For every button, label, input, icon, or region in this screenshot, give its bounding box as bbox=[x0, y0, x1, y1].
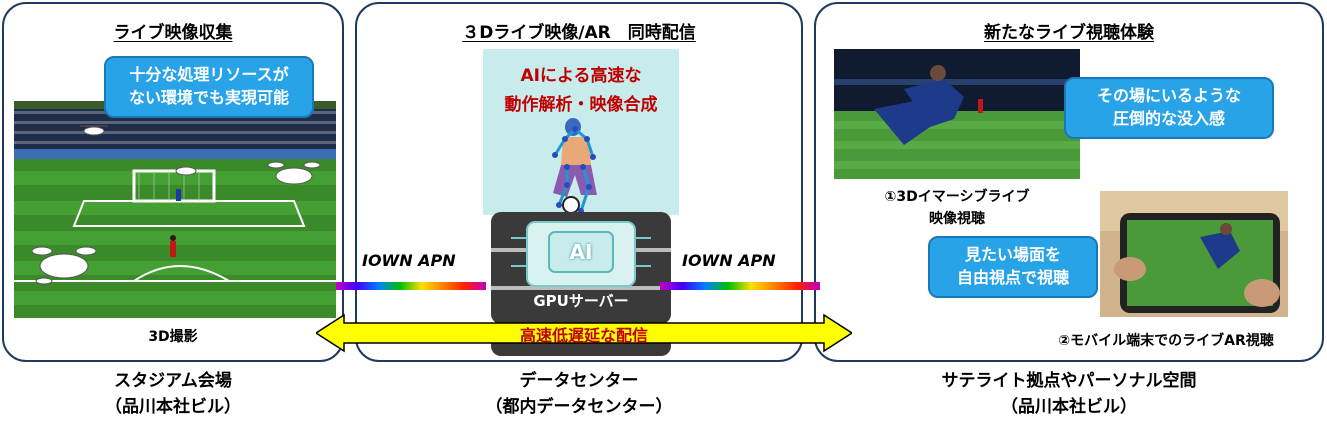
viewing-location: サテライト拠点やパーソナル空間 （品川本社ビル） bbox=[814, 368, 1324, 420]
iown-apn-label-right: IOWN APN bbox=[682, 251, 776, 270]
player-skeleton-icon bbox=[552, 118, 597, 214]
caption-line: ①3Dイマーシブライブ bbox=[884, 189, 1030, 205]
datacenter-location: データセンター （都内データセンター） bbox=[355, 368, 803, 420]
delivery-label: 高速低遅延な配信 bbox=[519, 326, 648, 345]
venue-location: スタジアム会場 （品川本社ビル） bbox=[2, 368, 344, 420]
capture-caption: 3D撮影 bbox=[148, 329, 198, 345]
processing-resource-bubble: 十分な処理リソースが ない環境でも実現可能 bbox=[104, 56, 314, 118]
location-line: サテライト拠点やパーソナル空間 bbox=[941, 371, 1197, 391]
datacenter-title: ３Dライブ映像/AR 同時配信 bbox=[462, 23, 696, 43]
location-line: （都内データセンター） bbox=[485, 397, 673, 417]
immersive-caption: ①3Dイマーシブライブ 映像視聴 bbox=[834, 186, 1080, 230]
location-line: （品川本社ビル） bbox=[1001, 397, 1137, 417]
ai-line: AIによる高速な bbox=[520, 66, 642, 86]
bubble-line: ない環境でも実現可能 bbox=[128, 88, 289, 107]
venue-title: ライブ映像収集 bbox=[113, 23, 233, 43]
ai-chip-label: AI bbox=[569, 240, 593, 264]
location-line: （品川本社ビル） bbox=[105, 397, 241, 417]
bubble-line: 圧倒的な没入感 bbox=[1112, 109, 1225, 128]
low-latency-arrow bbox=[316, 313, 852, 353]
bubble-line: 十分な処理リソースが bbox=[129, 65, 289, 84]
immersive-video-image bbox=[834, 49, 1080, 179]
mobile-ar-caption: ②モバイル端末でのライブAR視聴 bbox=[1058, 333, 1274, 349]
viewing-panel: 新たなライブ視聴体験 その場にいるような 圧倒的な没入感 ①3Dイマーシブライブ… bbox=[814, 2, 1324, 362]
datacenter-panel: ３Dライブ映像/AR 同時配信 AIによる高速な 動作解析・映像合成 bbox=[355, 2, 803, 362]
stadium-image bbox=[14, 101, 336, 318]
bubble-line: その場にいるような bbox=[1096, 86, 1241, 105]
bubble-line: 見たい場面を bbox=[964, 245, 1061, 264]
iown-apn-line-left bbox=[336, 282, 486, 290]
caption-line: 映像視聴 bbox=[929, 211, 985, 227]
ai-line: 動作解析・映像合成 bbox=[504, 95, 658, 115]
viewing-title: 新たなライブ視聴体験 bbox=[984, 23, 1154, 43]
immersion-bubble: その場にいるような 圧倒的な没入感 bbox=[1064, 77, 1274, 139]
gpu-server-icon bbox=[491, 212, 671, 324]
location-line: データセンター bbox=[519, 371, 639, 391]
iown-apn-label-left: IOWN APN bbox=[362, 251, 456, 270]
iown-apn-line-right bbox=[660, 282, 820, 290]
bubble-line: 自由視点で視聴 bbox=[956, 268, 1069, 287]
venue-panel: ライブ映像収集 十分な処理リソースが ない環境でも実現可能 3D撮影 bbox=[2, 2, 344, 362]
ai-processing-box: AIによる高速な 動作解析・映像合成 bbox=[483, 49, 679, 215]
location-line: スタジアム会場 bbox=[114, 371, 232, 391]
gpu-server-label: GPUサーバー bbox=[533, 292, 629, 310]
free-viewpoint-bubble: 見たい場面を 自由視点で視聴 bbox=[928, 236, 1098, 298]
tablet-ar-image bbox=[1100, 191, 1288, 317]
